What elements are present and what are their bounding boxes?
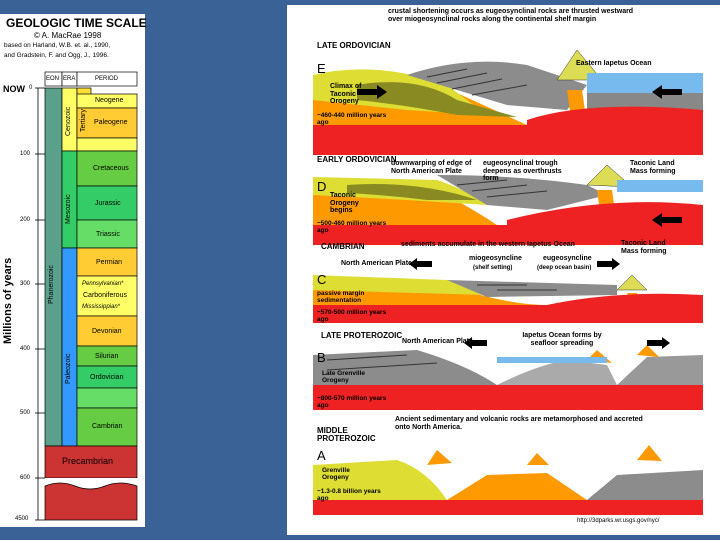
era-paleozoic-label: Paleozoic: [65, 353, 72, 384]
stage-c-age: ~570-500 million years ago: [317, 309, 387, 324]
stage-c-landmass: Taconic Land Mass forming: [621, 240, 667, 255]
stage-b-event: Late Grenville Orogeny: [322, 370, 365, 385]
cross-section-e: [313, 49, 703, 155]
stage-a-caption: Ancient sedimentary and volcanic rocks a…: [395, 416, 643, 431]
tick-500: 500: [20, 410, 31, 416]
stage-a-age: ~1.3-0.8 billion years ago: [317, 488, 381, 503]
tick-300: 300: [20, 281, 31, 287]
stage-d-caption-1: downwarping of edge of North American Pl…: [391, 160, 472, 175]
stage-e-ocean: Eastern Iapetus Ocean: [576, 60, 652, 67]
stage-d-caption-2: eugeosynclinal trough deepens as overthr…: [483, 160, 562, 183]
stage-b-plate: North American Plate: [402, 338, 473, 345]
stage-c-event: passive margin sedimentation: [317, 290, 365, 305]
period-mississippian: Mississippian*: [82, 304, 121, 310]
cross-section-graphics: [313, 49, 703, 515]
stage-d-period: EARLY ORDOVICIAN: [317, 155, 397, 164]
stage-c-eu-sub: (deep ocean basin): [537, 265, 592, 271]
stage-e-letter: E: [317, 61, 326, 76]
credit-text: © A. MacRae 1998: [34, 31, 102, 40]
tick-200: 200: [20, 217, 31, 223]
stage-e-age: ~460-440 million years ago: [317, 112, 387, 127]
period-jurassic: Jurassic: [95, 200, 121, 207]
period-cambrian: Cambrian: [92, 423, 123, 430]
tick-100: 100: [20, 151, 31, 157]
stage-a-letter: A: [317, 448, 326, 463]
period-ordovician: Ordovician: [90, 374, 124, 381]
stage-e-period: LATE ORDOVICIAN: [317, 41, 391, 50]
stage-b-letter: B: [317, 350, 326, 365]
era-tertiary-label: Tertiary: [80, 109, 87, 132]
header-eon: EON: [46, 76, 60, 82]
stage-b-period: LATE PROTEROZOIC: [321, 331, 403, 340]
stage-d-event: Taconic Orogeny begins: [330, 192, 359, 215]
stage-c-plate: North American Plate: [341, 260, 412, 267]
header-period: PERIOD: [95, 76, 119, 82]
source-url[interactable]: http://3dparks.wr.usgs.gov/nyc/: [577, 518, 660, 524]
and-text: and Gradstein, F. and Ogg, J., 1996.: [4, 52, 109, 59]
tick-4500: 4500: [15, 516, 29, 522]
period-neogene: Neogene: [95, 97, 124, 104]
stage-c-eu: eugeosyncline: [543, 255, 592, 262]
era-cenozoic-label: Cenozoic: [65, 106, 72, 136]
period-paleogene: Paleogene: [94, 119, 128, 126]
stage-c-period: CAMBRIAN: [321, 242, 365, 251]
period-pennsylvanian: Pennsylvanian*: [82, 281, 124, 287]
era-paleozoic-band: [61, 247, 78, 447]
stage-d-age: ~500-460 million years ago: [317, 220, 387, 235]
precambrian-band: [44, 445, 138, 479]
period-cretaceous: Cretaceous: [93, 165, 129, 172]
eon-phanerozoic-label: Phanerozoic: [48, 265, 55, 304]
era-mesozoic-label: Mesozoic: [65, 194, 72, 224]
stage-c-mio: miogeosyncline: [469, 255, 522, 262]
geologic-time-scale-panel: GEOLOGIC TIME SCALE © A. MacRae 1998 bas…: [0, 14, 147, 527]
period-triassic: Triassic: [96, 231, 120, 238]
stage-a-event: Grenville Orogeny: [322, 467, 350, 482]
cross-section-c: [313, 258, 703, 323]
stage-c-letter: C: [317, 272, 327, 287]
period-devonian: Devonian: [92, 328, 122, 335]
header-era: ERA: [63, 76, 76, 82]
taconic-orogeny-diagram: LATE ORDOVICIAN E crustal shortening occ…: [287, 5, 720, 535]
time-scale-title: GEOLOGIC TIME SCALE: [6, 16, 147, 30]
cross-section-d: [313, 164, 703, 245]
stage-e-event: Climax of Taconic Orogeny: [330, 83, 362, 106]
based-on-text: based on Harland, W.B. et. al., 1990,: [4, 42, 111, 49]
y-axis-label: Millions of years: [2, 257, 14, 344]
stage-d-landmass: Taconic Land Mass forming: [630, 160, 676, 175]
time-scale-graphic: [35, 71, 138, 521]
precambrian-label: Precambrian: [62, 456, 114, 466]
stage-c-caption: sediments accumulate in the western Iape…: [401, 241, 575, 248]
now-label: NOW: [3, 84, 25, 94]
period-silurian: Silurian: [95, 353, 119, 360]
cross-section-a: [313, 445, 703, 515]
stage-a-period: MIDDLE PROTEROZOIC: [317, 426, 376, 444]
stage-e-caption: crustal shortening occurs as eugeosyncli…: [388, 8, 634, 24]
stage-b-age: ~800-570 million years ago: [317, 395, 387, 410]
stage-c-mio-sub: (shelf setting): [473, 265, 513, 271]
period-carboniferous: Carboniferous: [83, 292, 127, 299]
cross-section-b: [313, 337, 703, 410]
stage-d-letter: D: [317, 179, 327, 194]
tick-600: 600: [20, 475, 31, 481]
period-permian: Permian: [96, 259, 123, 266]
tick-0: 0: [29, 85, 33, 91]
stage-b-caption: Iapetus Ocean forms by seafloor spreadin…: [522, 332, 602, 347]
tick-400: 400: [20, 346, 31, 352]
